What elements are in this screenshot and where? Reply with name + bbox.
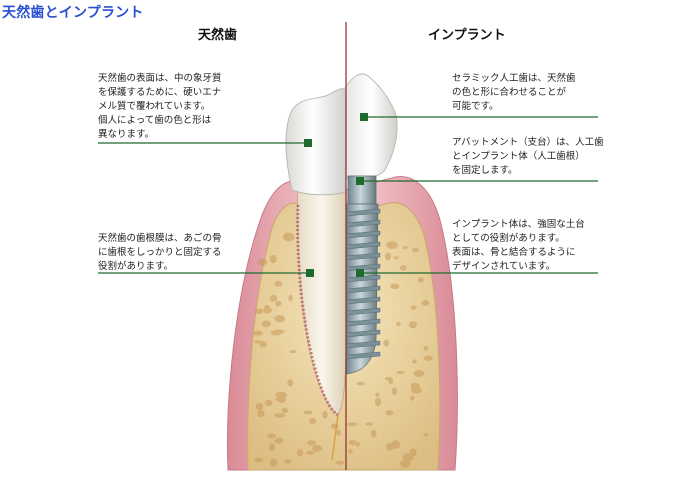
bone-pore [297, 449, 304, 457]
leader-line-enamel [98, 139, 312, 147]
note-abutment: アバットメント（支台）は、人工歯 とインプラント体（人工歯根） を固定します。 [452, 137, 604, 176]
bone-pore [386, 241, 398, 250]
bone-pore [274, 437, 284, 444]
bone-pore [421, 300, 430, 306]
bone-pore [312, 444, 322, 452]
bone-pore [307, 440, 316, 446]
bone-pore [386, 442, 394, 451]
bone-pore [335, 460, 345, 465]
bone-pore [384, 377, 393, 381]
bone-pore [269, 294, 278, 302]
bone-pore [346, 422, 358, 427]
bone-pore [275, 391, 287, 399]
bone-pore [253, 330, 263, 336]
bone-pore [284, 459, 292, 464]
bone-pore [411, 388, 422, 394]
bone-pore [285, 232, 290, 236]
bone-texture [253, 232, 433, 468]
bone-pore [270, 330, 278, 335]
bone-pore [399, 265, 407, 271]
bone-pore [257, 258, 268, 266]
bone-pore [308, 418, 317, 425]
bone-pore [409, 448, 417, 457]
bone-pore [410, 305, 417, 310]
natural-tooth-crown [285, 87, 347, 196]
bone-pore [264, 399, 273, 407]
bone-pore [388, 379, 394, 384]
bone-pore [402, 246, 408, 250]
bone-pore [336, 429, 341, 436]
periodontal-ligament [296, 204, 339, 417]
bone-pore [288, 294, 293, 302]
implant-crown [345, 73, 398, 180]
bone-pore [348, 448, 353, 454]
leader-line-fixture [356, 269, 598, 277]
bone-pore [263, 305, 271, 314]
leader-line-abutment [356, 177, 598, 185]
note-enamel: 天然歯の表面は、中の象牙質 を保護するために、硬いエナ メル質で覆われています。… [98, 73, 222, 140]
bone-pore [390, 283, 400, 290]
bone-pore [410, 395, 415, 401]
leader-line-ceramic [360, 113, 598, 121]
bone-pore [254, 457, 264, 462]
bone-pore [383, 339, 390, 347]
bone-pore [274, 315, 286, 323]
bone-pore [254, 308, 264, 315]
bone-pore [391, 387, 398, 395]
bone-pore [305, 450, 315, 455]
bone-pore [393, 256, 399, 260]
bone-pore [355, 441, 360, 447]
bone-pore [275, 301, 281, 307]
bone-pore [413, 370, 425, 378]
bone-pore [356, 381, 365, 386]
bone-pore [411, 248, 420, 253]
bone-pore [409, 321, 417, 329]
bone-pore [322, 410, 328, 419]
bone-pore [269, 458, 278, 467]
bone-pore [396, 321, 401, 326]
note-implant-fixture: インプラント体は、強固な土台 としての役割があります。 表面は、骨と結合するよう… [452, 219, 585, 272]
bone-pore [274, 413, 286, 418]
bone-pore [396, 370, 405, 375]
bone-pore [370, 429, 377, 438]
bone-pore [375, 392, 380, 397]
bone-pore [268, 443, 275, 452]
bone-pore [423, 433, 429, 437]
bone-pore [365, 422, 374, 426]
bone-pore [259, 341, 267, 348]
bone-pore [417, 277, 424, 283]
bone-pore [385, 410, 394, 416]
bone-pore [255, 402, 264, 411]
implant-fixture [345, 203, 381, 375]
bone-pore [274, 280, 283, 287]
bone-pore [384, 252, 392, 261]
page-title: 天然歯とインプラント [2, 5, 144, 21]
bone-pore [281, 407, 289, 414]
bone-pore [287, 379, 294, 387]
bone-pore [303, 410, 313, 415]
bone-pore [257, 410, 265, 418]
bone-pore [423, 345, 428, 352]
bone-pore [269, 257, 275, 262]
nerve-line [331, 414, 339, 461]
natural-tooth-root [297, 171, 347, 416]
bone-pore [423, 355, 433, 361]
bone-pore [261, 320, 271, 328]
leader-line-ligament [98, 269, 314, 277]
bone-pore [289, 350, 297, 354]
bone-pore [391, 440, 400, 449]
bone-pore [412, 359, 417, 364]
bone-pore [348, 439, 357, 446]
bone-pore [399, 460, 411, 468]
bone-pore [374, 397, 382, 407]
natural-tooth-title: 天然歯 [198, 28, 238, 43]
implant-title: インプラント [428, 28, 506, 43]
note-periodontal-ligament: 天然歯の歯根膜は、あごの骨 に歯根をしっかりと固定する 役割があります。 [98, 233, 222, 272]
note-ceramic-crown: セラミック人工歯は、天然歯 の色と形に合わせることが 可能です。 [452, 73, 576, 112]
bone-pore [269, 434, 274, 439]
